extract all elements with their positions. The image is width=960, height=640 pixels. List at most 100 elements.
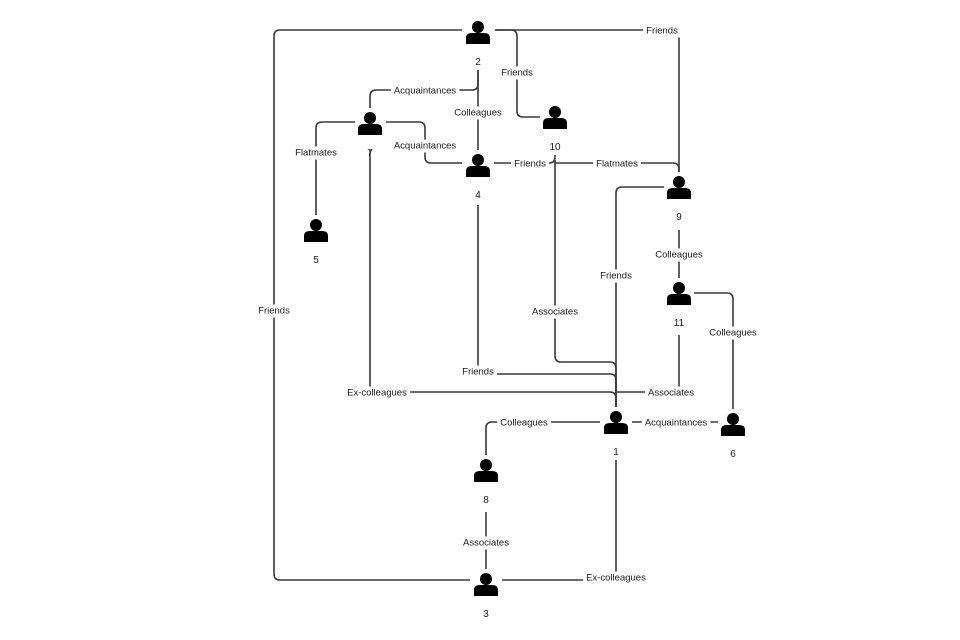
node-1[interactable]: 1 xyxy=(601,407,631,458)
edge-label-1-6: Acquaintances xyxy=(641,416,711,430)
edge-label-text: Acquaintances xyxy=(645,418,708,429)
person-icon xyxy=(474,573,498,596)
edge-label-2-9: Friends xyxy=(643,24,682,38)
edge-2-9 xyxy=(495,29,680,178)
node-label: 7 xyxy=(367,148,373,159)
edge-label-text: Colleagues xyxy=(500,418,548,429)
edge-label-text: Friends xyxy=(501,68,533,79)
edge-label-background xyxy=(529,305,582,319)
edge-label-10-1: Associates xyxy=(529,305,582,319)
person-icon xyxy=(466,154,490,177)
edge-label-background xyxy=(390,139,460,153)
node-label: 11 xyxy=(674,318,685,329)
node-11[interactable]: 11 xyxy=(664,278,694,329)
edge-label-1-3: Ex-colleagues xyxy=(583,571,650,585)
node-label: 6 xyxy=(730,449,736,460)
edge-label-2-7: Acquaintances xyxy=(390,84,460,98)
node-6[interactable]: 6 xyxy=(718,409,748,460)
person-icon xyxy=(667,282,691,305)
edge-label-background xyxy=(344,386,411,400)
edge-label-background xyxy=(593,157,642,171)
edge-label-background xyxy=(643,24,682,38)
edge-label-text: Colleagues xyxy=(454,108,502,119)
edge-labels-layer: FriendsFriendsAcquaintancesColleaguesFri… xyxy=(255,24,761,585)
edge-label-background xyxy=(460,536,513,550)
edge-label-background xyxy=(390,84,460,98)
edge-label-background xyxy=(597,269,636,283)
edge-label-text: Ex-colleagues xyxy=(347,388,407,399)
edge-label-1-8: Colleagues xyxy=(497,416,552,430)
node-label: 3 xyxy=(483,609,489,620)
person-icon xyxy=(604,411,628,434)
edge-label-background xyxy=(498,66,537,80)
person-icon xyxy=(543,106,567,129)
edge-1-3 xyxy=(502,460,617,581)
edge-label-background xyxy=(292,146,341,160)
edge-label-background xyxy=(706,326,761,340)
edge-1-8 xyxy=(485,421,600,457)
edge-label-background xyxy=(497,416,552,430)
edge-label-4-1: Friends xyxy=(459,365,498,379)
edge-label-text: Acquaintances xyxy=(394,141,457,152)
edge-label-11-1: Associates xyxy=(645,386,698,400)
edge-label-7-5: Flatmates xyxy=(292,146,341,160)
node-label: 10 xyxy=(549,142,561,153)
node-7[interactable]: 7 xyxy=(355,108,385,159)
edge-label-11-6: Colleagues xyxy=(706,326,761,340)
edge-label-text: Friends xyxy=(646,26,678,37)
edge-label-background xyxy=(641,416,711,430)
edge-label-9-1: Friends xyxy=(597,269,636,283)
node-label: 8 xyxy=(483,495,489,506)
edge-label-background xyxy=(451,106,506,120)
person-icon xyxy=(304,219,328,242)
person-icon xyxy=(358,112,382,135)
edge-label-background xyxy=(459,365,498,379)
edge-9-1 xyxy=(615,186,664,408)
nodes-layer: 1 2 3 4 5 6 7 8 9 10 11 xyxy=(301,17,748,620)
node-8[interactable]: 8 xyxy=(471,455,501,506)
edge-label-text: Friends xyxy=(600,271,632,282)
node-label: 5 xyxy=(313,255,319,266)
edge-label-text: Associates xyxy=(532,307,578,318)
edge-label-2-3: Friends xyxy=(255,304,294,318)
edge-label-7-4: Acquaintances xyxy=(390,139,460,153)
person-icon xyxy=(721,413,745,436)
edge-label-text: Flatmates xyxy=(295,148,337,159)
node-label: 2 xyxy=(475,57,481,68)
node-label: 1 xyxy=(613,447,619,458)
edge-label-9-11: Colleagues xyxy=(652,248,707,262)
edge-label-background xyxy=(583,571,650,585)
person-icon xyxy=(667,176,691,199)
node-5[interactable]: 5 xyxy=(301,215,331,266)
edge-label-text: Associates xyxy=(463,538,509,549)
edge-label-text: Friends xyxy=(514,159,546,170)
edge-label-7-1: Ex-colleagues xyxy=(344,386,411,400)
edge-label-text: Friends xyxy=(258,306,290,317)
node-label: 9 xyxy=(676,212,682,223)
node-3[interactable]: 3 xyxy=(471,569,501,620)
person-icon xyxy=(474,459,498,482)
node-10[interactable]: 10 xyxy=(540,102,570,153)
edge-label-background xyxy=(255,304,294,318)
edge-10-9 xyxy=(555,162,680,178)
edge-label-background xyxy=(652,248,707,262)
edge-label-text: Colleagues xyxy=(655,250,703,261)
edge-label-text: Acquaintances xyxy=(394,86,457,97)
edge-label-background xyxy=(511,157,550,171)
node-9[interactable]: 9 xyxy=(664,172,694,223)
edge-label-text: Associates xyxy=(648,388,694,399)
node-2[interactable]: 2 xyxy=(463,17,493,68)
edge-label-2-10: Friends xyxy=(498,66,537,80)
edge-label-10-9: Flatmates xyxy=(593,157,642,171)
edge-label-4-10: Friends xyxy=(511,157,550,171)
edge-11-6 xyxy=(694,292,734,410)
node-label: 4 xyxy=(475,190,481,201)
edge-label-background xyxy=(645,386,698,400)
node-4[interactable]: 4 xyxy=(463,150,493,201)
edge-label-text: Ex-colleagues xyxy=(586,573,646,584)
edge-label-8-3: Associates xyxy=(460,536,513,550)
edge-7-5 xyxy=(315,121,355,217)
edge-label-text: Colleagues xyxy=(709,328,757,339)
edge-label-2-4: Colleagues xyxy=(451,106,506,120)
